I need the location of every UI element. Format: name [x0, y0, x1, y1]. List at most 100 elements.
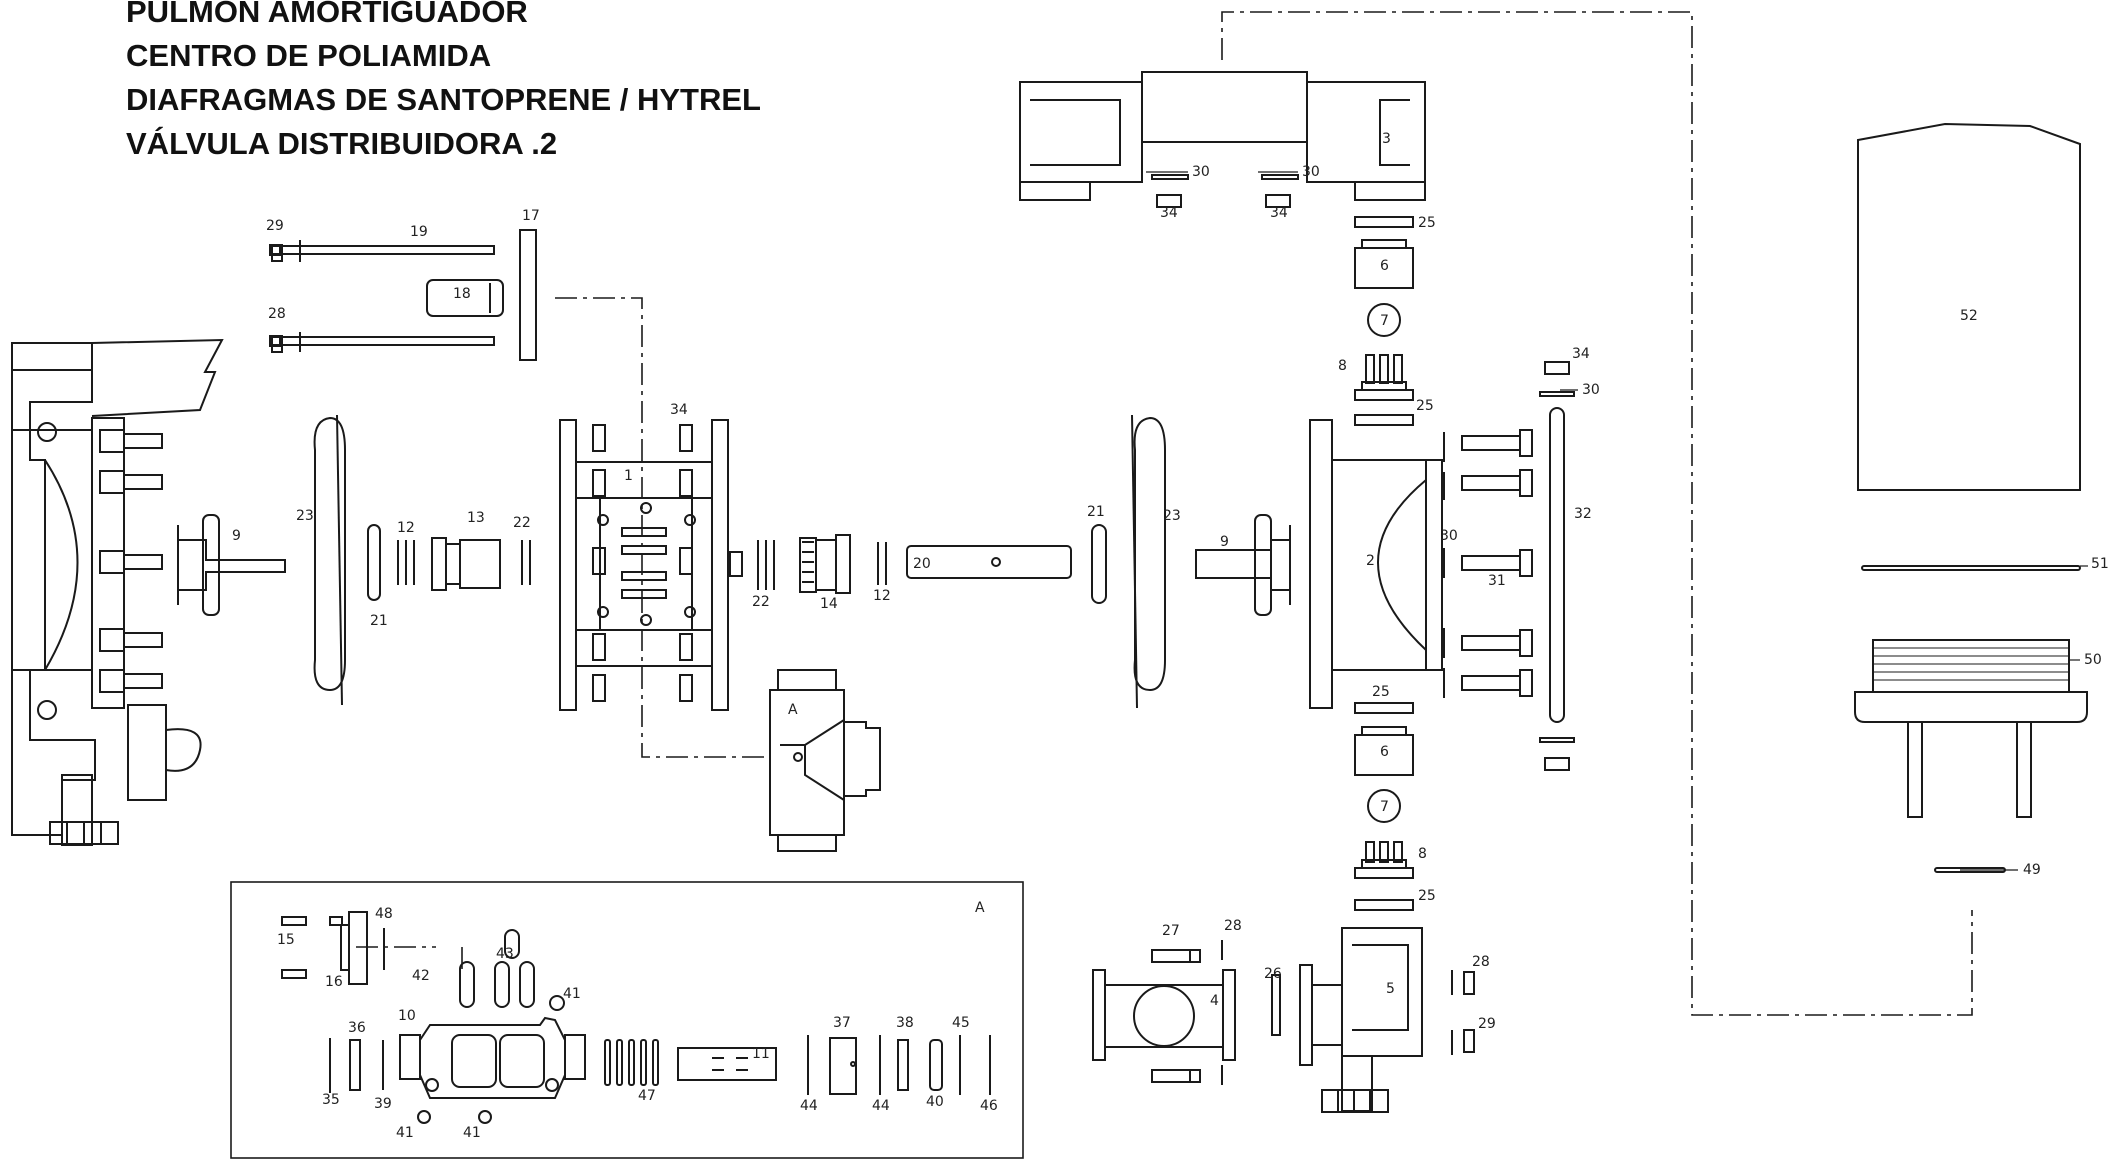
callout-48: 48: [375, 906, 393, 922]
callout-12-right: 12: [873, 588, 891, 604]
callout-21-right: 21: [1087, 504, 1105, 520]
dampener-threads: [1873, 647, 2069, 681]
center-body: [559, 419, 743, 711]
top-manifold: [1019, 71, 1426, 208]
callout-38: 38: [896, 1015, 914, 1031]
callout-7-top: 7: [1380, 313, 1389, 329]
right-bolts: [1443, 429, 1533, 698]
callout-23-right: 23: [1163, 508, 1181, 524]
callout-labels: 1 2 3 4 5 6 6 7 7 8 8 9 9 10 11 12 12 13…: [232, 131, 2109, 1141]
title-line-3: DIAFRAGMAS DE SANTOPRENE / HYTREL: [126, 82, 761, 117]
callout-11: 11: [752, 1046, 770, 1062]
callout-36: 36: [348, 1020, 366, 1036]
check-valve-stack-lower: [1354, 702, 1414, 911]
callout-39: 39: [374, 1096, 392, 1112]
callout-6-top: 6: [1380, 258, 1389, 274]
callout-4: 4: [1210, 993, 1219, 1009]
callout-41-a: 41: [563, 986, 581, 1002]
center-nuts: [592, 424, 693, 702]
callout-22-right: 22: [752, 594, 770, 610]
callout-8-bottom: 8: [1418, 846, 1427, 862]
callout-18: 18: [453, 286, 471, 302]
callout-10: 10: [398, 1008, 416, 1024]
callout-31: 31: [1488, 573, 1506, 589]
callout-26: 26: [1264, 966, 1282, 982]
callout-52: 52: [1960, 308, 1978, 324]
callout-21-left: 21: [370, 613, 388, 629]
dampener-assembly: [1854, 122, 2088, 873]
callout-a-housing: A: [788, 702, 798, 718]
callout-44-a: 44: [800, 1098, 818, 1114]
title-line-2: CENTRO DE POLIAMIDA: [126, 38, 492, 73]
leader-lines: [1146, 171, 2088, 871]
callout-28-right: 28: [1472, 954, 1490, 970]
callout-30-d: 30: [1440, 528, 1458, 544]
callout-51: 51: [2091, 556, 2109, 572]
callout-1: 1: [624, 468, 633, 484]
callout-8-top: 8: [1338, 358, 1347, 374]
callout-49: 49: [2023, 862, 2041, 878]
callout-27: 27: [1162, 923, 1180, 939]
callout-35: 35: [322, 1092, 340, 1108]
right-pump-body: [1309, 361, 1575, 771]
callout-20: 20: [913, 556, 931, 572]
callout-41-b: 41: [396, 1125, 414, 1141]
callout-15: 15: [277, 932, 295, 948]
callout-17: 17: [522, 208, 540, 224]
callout-28-left: 28: [268, 306, 286, 322]
callout-3: 3: [1382, 131, 1391, 147]
callout-29-left: 29: [266, 218, 284, 234]
callout-37: 37: [833, 1015, 851, 1031]
callout-13: 13: [467, 510, 485, 526]
callout-25-b: 25: [1416, 398, 1434, 414]
callout-19: 19: [410, 224, 428, 240]
callout-46: 46: [980, 1098, 998, 1114]
callout-32: 32: [1574, 506, 1592, 522]
callout-30-b: 30: [1302, 164, 1320, 180]
callout-34-c: 34: [1572, 346, 1590, 362]
callout-12-left: 12: [397, 520, 415, 536]
callout-a-inset: A: [975, 900, 985, 916]
diagram-title: PULMON AMORTIGUADOR CENTRO DE POLIAMIDA …: [126, 0, 761, 166]
callout-44-b: 44: [872, 1098, 890, 1114]
right-diaphragm-stack: [1131, 414, 1291, 709]
check-valve-stack-upper: [1354, 216, 1414, 426]
inset-o-rings: [604, 1039, 659, 1086]
callout-16: 16: [325, 974, 343, 990]
left-diaphragm-stack: [177, 414, 531, 706]
callout-5: 5: [1386, 981, 1395, 997]
callout-22-left: 22: [513, 515, 531, 531]
title-line-4: VÁLVULA DISTRIBUIDORA .2: [126, 126, 558, 161]
callout-7-bottom: 7: [1380, 799, 1389, 815]
callout-43: 43: [496, 946, 514, 962]
right-center-stack: [757, 524, 1107, 604]
callout-9-right: 9: [1220, 534, 1229, 550]
top-left-rods: [269, 229, 537, 361]
callout-30-a: 30: [1192, 164, 1210, 180]
callout-25-d: 25: [1418, 888, 1436, 904]
left-bolts: [99, 429, 163, 693]
valve-housing-a: [769, 669, 881, 852]
callout-34-a: 34: [1160, 205, 1178, 221]
callout-2: 2: [1366, 553, 1375, 569]
callout-50: 50: [2084, 652, 2102, 668]
callout-30-c: 30: [1582, 382, 1600, 398]
callout-28-top: 28: [1224, 918, 1242, 934]
callout-34-b: 34: [1270, 205, 1288, 221]
inset-a: [230, 881, 1024, 1159]
callout-41-c: 41: [463, 1125, 481, 1141]
callout-25-c: 25: [1372, 684, 1390, 700]
callout-45: 45: [952, 1015, 970, 1031]
callout-6-bottom: 6: [1380, 744, 1389, 760]
left-pump-body: [11, 338, 224, 846]
callout-42: 42: [412, 968, 430, 984]
callout-25-a: 25: [1418, 215, 1436, 231]
callout-40: 40: [926, 1094, 944, 1110]
title-line-1: PULMON AMORTIGUADOR: [126, 0, 528, 29]
callout-23-left: 23: [296, 508, 314, 524]
bottom-manifold: [1092, 927, 1475, 1113]
callout-34-center: 34: [670, 402, 688, 418]
callout-47: 47: [638, 1088, 656, 1104]
